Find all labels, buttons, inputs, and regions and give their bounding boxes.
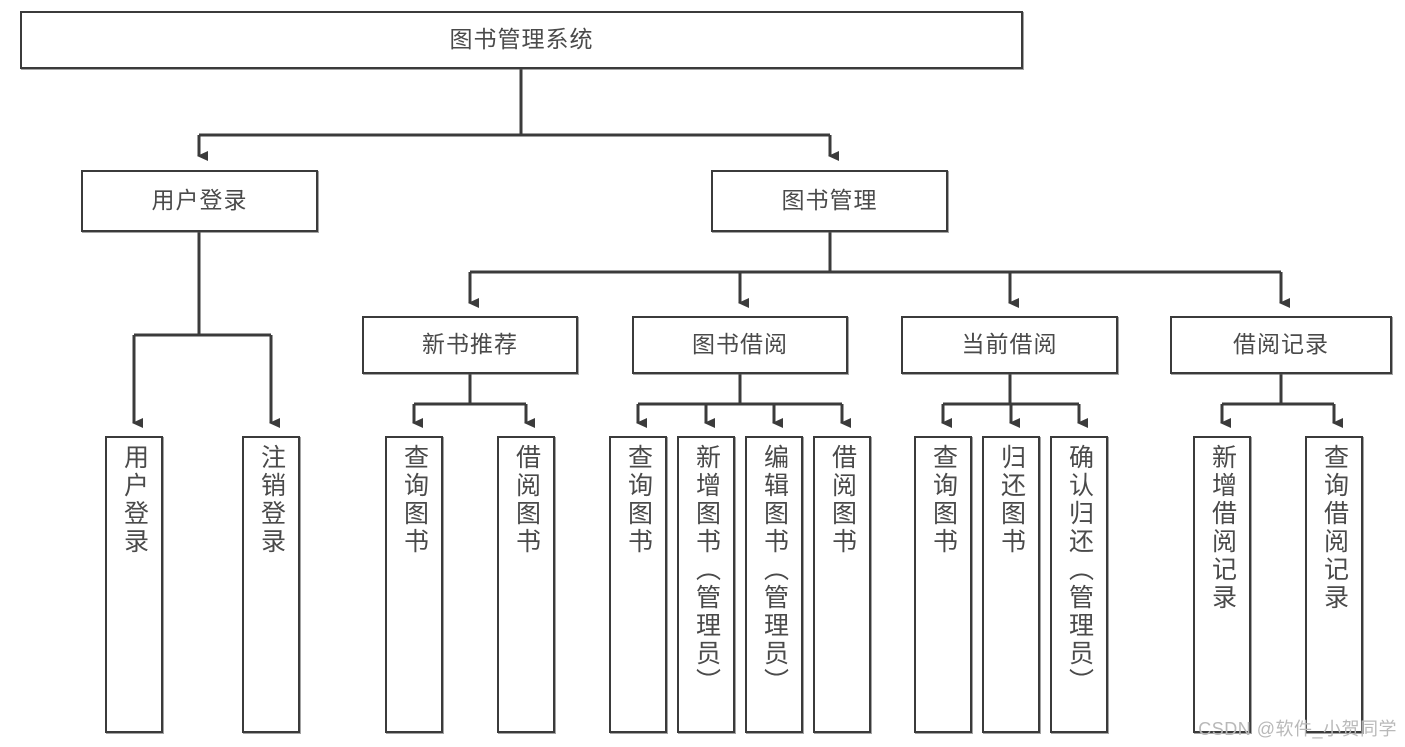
node-label: 图书借阅 bbox=[692, 331, 788, 358]
node-leaf-confirm-return-admin[interactable]: 确认归还（管理员） bbox=[1050, 436, 1108, 733]
node-label: 当前借阅 bbox=[961, 331, 1058, 358]
node-leaf-borrow-book-recommend[interactable]: 借阅图书 bbox=[497, 436, 555, 733]
node-book-borrow[interactable]: 图书借阅 bbox=[632, 316, 848, 374]
node-leaf-query-borrow-record[interactable]: 查询借阅记录 bbox=[1305, 436, 1363, 733]
node-label: 用户登录 bbox=[120, 444, 149, 556]
node-leaf-borrow-book[interactable]: 借阅图书 bbox=[813, 436, 871, 733]
node-label: 新增图书（管理员） bbox=[692, 444, 721, 696]
node-label: 查询图书 bbox=[929, 444, 958, 556]
node-leaf-query-book-borrow[interactable]: 查询图书 bbox=[609, 436, 667, 733]
node-label: 新书推荐 bbox=[422, 331, 518, 358]
node-label: 查询图书 bbox=[624, 444, 653, 556]
node-label: 用户登录 bbox=[151, 187, 248, 214]
node-label: 注销登录 bbox=[257, 444, 286, 556]
node-label: 新增借阅记录 bbox=[1208, 444, 1237, 612]
node-label: 编辑图书（管理员） bbox=[760, 444, 789, 696]
node-leaf-return-book[interactable]: 归还图书 bbox=[982, 436, 1040, 733]
node-leaf-query-book-recommend[interactable]: 查询图书 bbox=[385, 436, 443, 733]
node-label: 查询图书 bbox=[400, 444, 429, 556]
node-borrow-record[interactable]: 借阅记录 bbox=[1170, 316, 1392, 374]
node-root-book-management-system[interactable]: 图书管理系统 bbox=[20, 11, 1023, 69]
node-leaf-query-book-current[interactable]: 查询图书 bbox=[914, 436, 972, 733]
node-label: 确认归还（管理员） bbox=[1065, 444, 1094, 696]
node-label: 归还图书 bbox=[997, 444, 1026, 556]
node-leaf-add-book-admin[interactable]: 新增图书（管理员） bbox=[677, 436, 735, 733]
node-book-management[interactable]: 图书管理 bbox=[711, 170, 948, 232]
node-label: 借阅记录 bbox=[1233, 331, 1329, 358]
node-leaf-logout[interactable]: 注销登录 bbox=[242, 436, 300, 733]
node-leaf-user-login[interactable]: 用户登录 bbox=[105, 436, 163, 733]
node-new-book-recommend[interactable]: 新书推荐 bbox=[362, 316, 578, 374]
node-current-borrow[interactable]: 当前借阅 bbox=[901, 316, 1118, 374]
node-user-login[interactable]: 用户登录 bbox=[81, 170, 318, 232]
node-label: 借阅图书 bbox=[512, 444, 541, 556]
node-label: 借阅图书 bbox=[828, 444, 857, 556]
node-label: 查询借阅记录 bbox=[1320, 444, 1349, 612]
node-label: 图书管理 bbox=[781, 187, 878, 214]
node-leaf-add-borrow-record[interactable]: 新增借阅记录 bbox=[1193, 436, 1251, 733]
node-label: 图书管理系统 bbox=[449, 26, 594, 53]
watermark-text: CSDN @软件_小贺同学 bbox=[1198, 719, 1397, 739]
node-leaf-edit-book-admin[interactable]: 编辑图书（管理员） bbox=[745, 436, 803, 733]
